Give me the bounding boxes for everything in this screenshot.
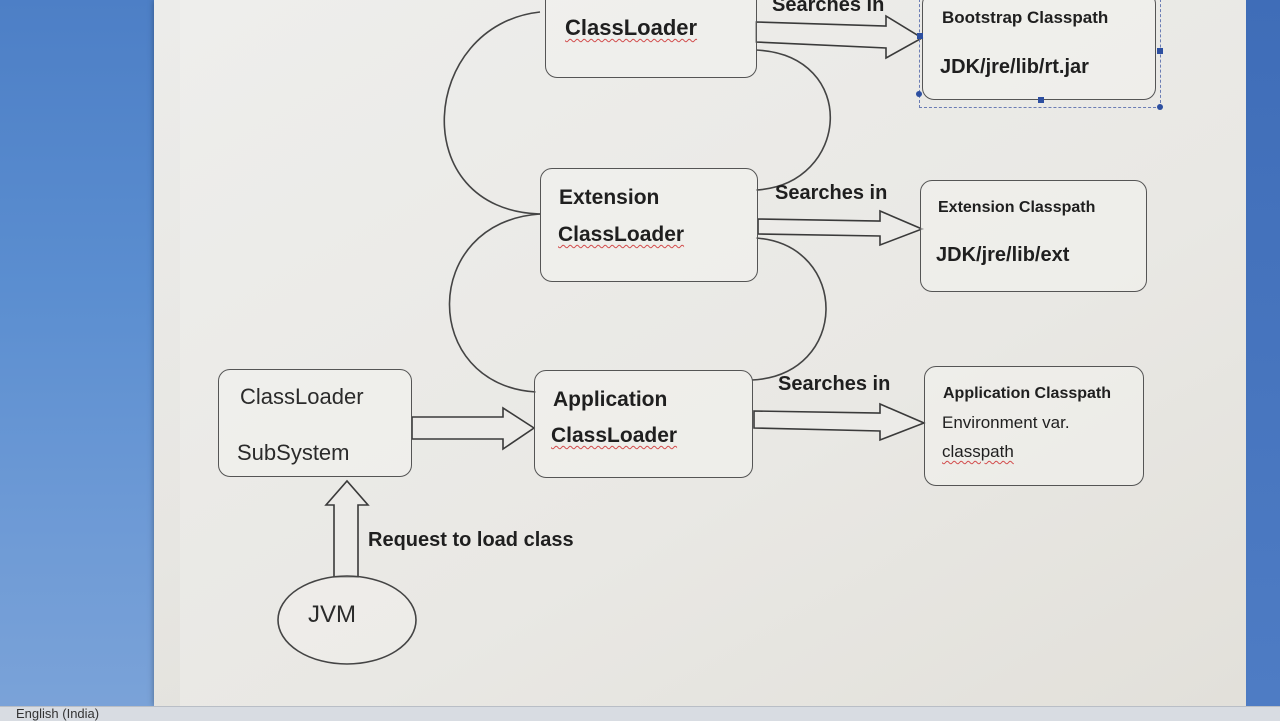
application-classloader-line2: ClassLoader	[551, 424, 678, 447]
extension-classloader-box	[540, 168, 758, 282]
diagram-connectors	[277, 11, 927, 665]
application-searches-label: Searches in	[778, 373, 891, 395]
selection-frame	[919, 0, 1161, 108]
arrow-jvm-request	[324, 479, 370, 578]
application-classpath-box	[924, 366, 1144, 486]
bootstrap-classpath-box[interactable]	[922, 0, 1156, 100]
language-indicator[interactable]: English (India)	[16, 706, 100, 721]
application-classloader-box	[534, 370, 753, 478]
application-classpath-title: Application Classpath	[943, 385, 1112, 402]
delegation-loop-lower-right	[751, 237, 827, 381]
resize-handle-bottom[interactable]	[1038, 97, 1044, 103]
bootstrap-searches-label: Searches in	[772, 0, 885, 16]
extension-searches-label: Searches in	[775, 182, 888, 204]
bootstrap-classpath-title: Bootstrap Classpath	[942, 8, 1109, 27]
extension-classpath-title: Extension Classpath	[938, 199, 1096, 216]
delegation-loop-lower	[448, 213, 541, 393]
delegation-loop-upper	[443, 11, 541, 215]
application-classpath-line1: Environment var.	[942, 413, 1070, 432]
extension-classloader-line2: ClassLoader	[558, 223, 685, 246]
classloader-subsystem-line1: ClassLoader	[240, 384, 364, 409]
jvm-ellipse	[277, 575, 417, 665]
resize-handle-right[interactable]	[1157, 48, 1163, 54]
application-classloader-line1: Application	[553, 388, 668, 411]
arrow-extension-searches	[757, 209, 925, 247]
bootstrap-classloader-box	[545, 0, 757, 78]
resize-handle-left[interactable]	[917, 33, 923, 39]
arrow-application-searches	[753, 402, 927, 442]
resize-handle-bottom-left[interactable]	[916, 91, 922, 97]
delegation-loop-upper-right	[755, 49, 832, 191]
desktop-background	[1240, 0, 1280, 706]
arrow-subsystem-to-application	[411, 406, 536, 451]
classloader-subsystem-line2: SubSystem	[237, 440, 350, 465]
extension-classloader-line1: Extension	[559, 186, 660, 209]
classloader-subsystem-box	[218, 369, 412, 477]
extension-classpath-box	[920, 180, 1147, 292]
extension-classpath-path: JDK/jre/lib/ext	[936, 244, 1070, 266]
application-classpath-line2: classpath	[942, 442, 1014, 461]
resize-handle-bottom-right[interactable]	[1157, 104, 1163, 110]
request-label: Request to load class	[368, 529, 574, 551]
status-bar: English (India)	[0, 706, 1280, 721]
arrow-bootstrap-searches	[755, 14, 924, 60]
jvm-label: JVM	[308, 601, 356, 628]
bootstrap-classpath-path: JDK/jre/lib/rt.jar	[940, 56, 1089, 78]
bootstrap-classloader-label: ClassLoader	[565, 15, 698, 40]
